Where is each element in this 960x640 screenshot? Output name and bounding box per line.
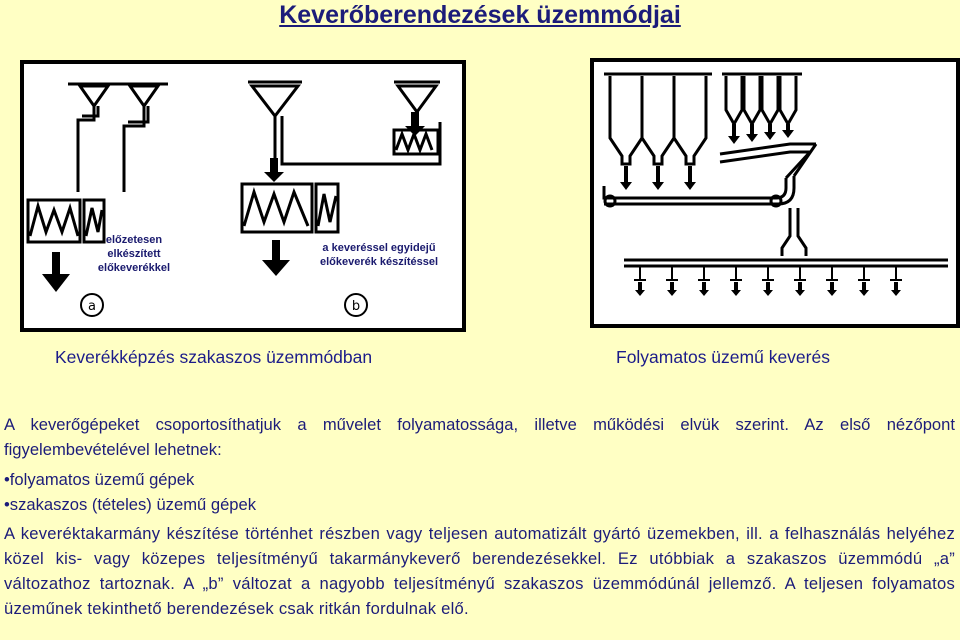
paragraph-intro: A keverőgépeket csoportosíthatjuk a műve… — [4, 415, 955, 459]
label-a: előzetesen elkészített előkeverékkel — [97, 234, 171, 274]
marker-a: a — [88, 299, 96, 314]
caption-continuous-mixing: Folyamatos üzemű keverés — [616, 347, 830, 367]
bullet-item: •szakaszos (tételes) üzemű gépek — [4, 495, 257, 514]
bullet-item: •folyamatos üzemű gépek — [4, 470, 195, 489]
marker-b: b — [352, 299, 360, 314]
label-b: a keveréssel egyidejű előkeverék készíté… — [319, 242, 439, 268]
caption-batch-mixing: Keverékképzés szakaszos üzemmódban — [55, 347, 373, 367]
paragraph-details: A keveréktakarmány készítése történhet r… — [4, 524, 955, 618]
batch-mixing-diagram: a b — [20, 60, 466, 332]
continuous-mixing-diagram — [590, 58, 960, 328]
page-title: Keverőberendezések üzemmódjai — [279, 1, 681, 29]
